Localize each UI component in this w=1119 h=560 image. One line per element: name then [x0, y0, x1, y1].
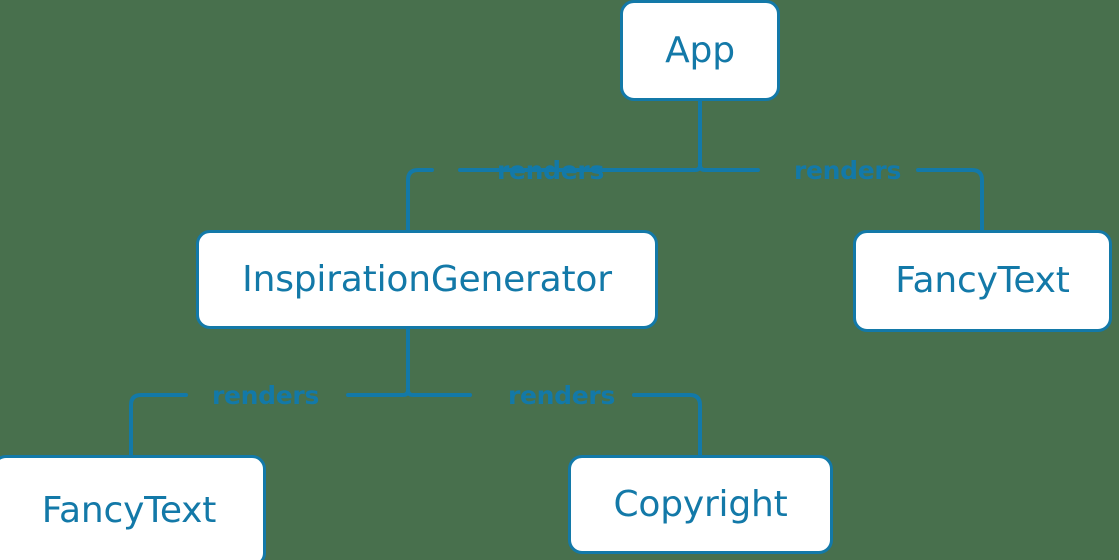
- edge-label-inspirationgenerator-to-copyright: renders: [508, 381, 616, 410]
- connector-inspirationgenerator-to-copyright: [406, 388, 702, 457]
- node-fancy-text-right[interactable]: FancyText: [853, 230, 1112, 332]
- node-inspiration-generator-label: InspirationGenerator: [242, 258, 612, 300]
- edge-label-app-to-inspirationgenerator: renders: [497, 156, 605, 185]
- edge-label-inspirationgenerator-to-fancytext: renders: [212, 381, 320, 410]
- node-copyright-label: Copyright: [613, 483, 788, 525]
- connector-app-to-fancytext: [698, 163, 984, 232]
- node-app[interactable]: App: [620, 0, 780, 101]
- node-copyright[interactable]: Copyright: [568, 455, 833, 554]
- node-fancy-text-bottom[interactable]: FancyText: [0, 455, 266, 560]
- node-app-label: App: [665, 29, 735, 71]
- node-fancy-text-bottom-label: FancyText: [41, 490, 217, 531]
- node-inspiration-generator[interactable]: InspirationGenerator: [196, 230, 658, 329]
- edge-label-app-to-fancytext: renders: [794, 156, 902, 185]
- node-fancy-text-right-label: FancyText: [895, 260, 1070, 301]
